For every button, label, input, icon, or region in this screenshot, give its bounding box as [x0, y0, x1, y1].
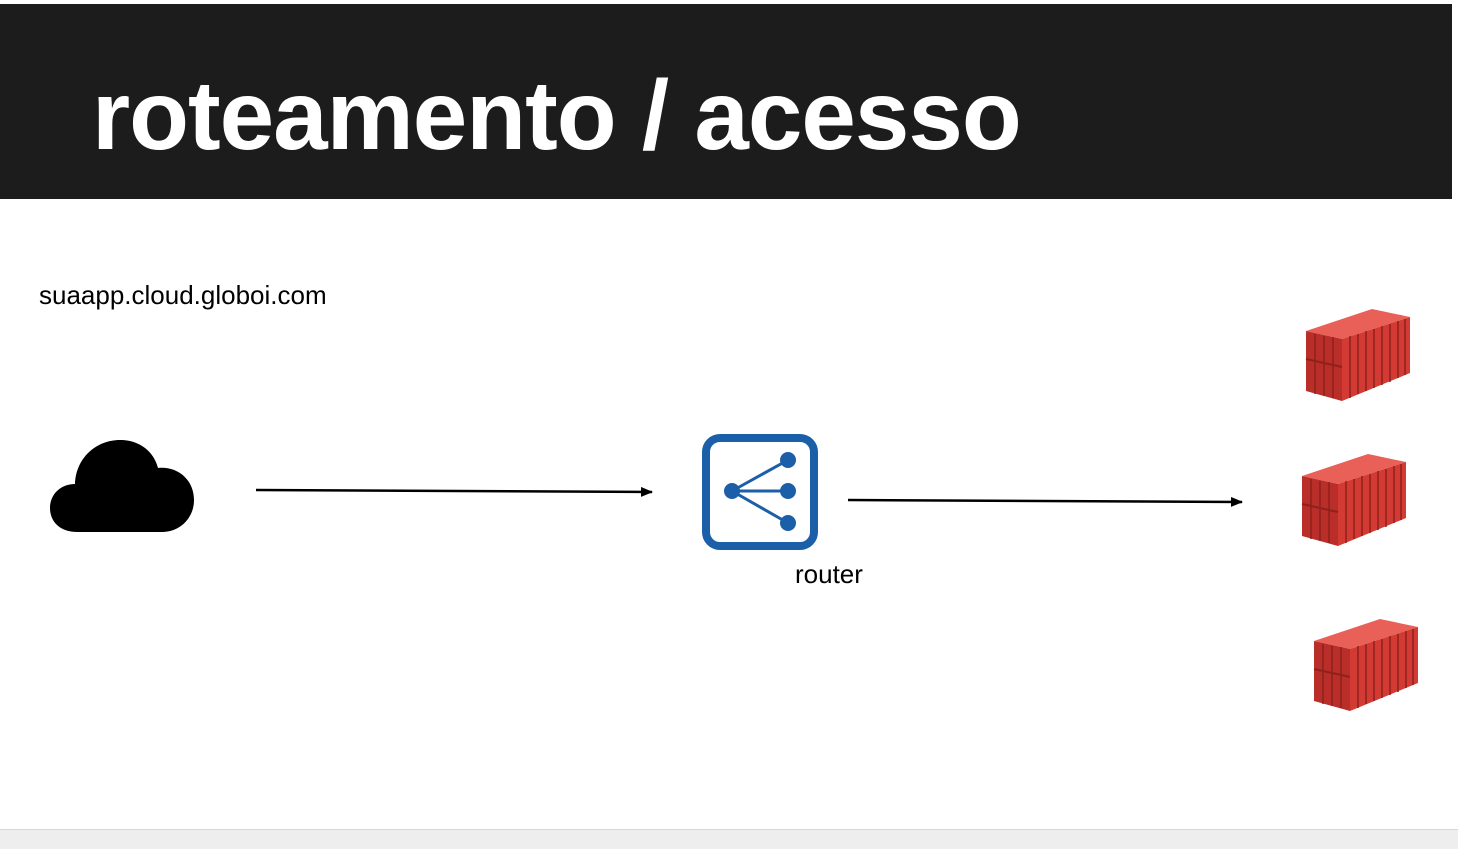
cloud-icon	[50, 440, 194, 532]
slide-title: roteamento / acesso	[92, 60, 1022, 170]
bottom-strip	[0, 829, 1458, 849]
router-label: router	[795, 559, 863, 589]
title-bar: roteamento / acesso	[0, 4, 1452, 199]
shipping-container-icon	[1305, 309, 1410, 401]
router-icon	[702, 434, 818, 550]
shipping-container-icon	[1301, 454, 1406, 546]
cloud-to-router-arrow	[255, 486, 653, 497]
router-to-containers-arrow	[847, 496, 1243, 507]
app-url-label: suaapp.cloud.globoi.com	[39, 280, 327, 310]
shipping-container-icon	[1313, 619, 1418, 711]
